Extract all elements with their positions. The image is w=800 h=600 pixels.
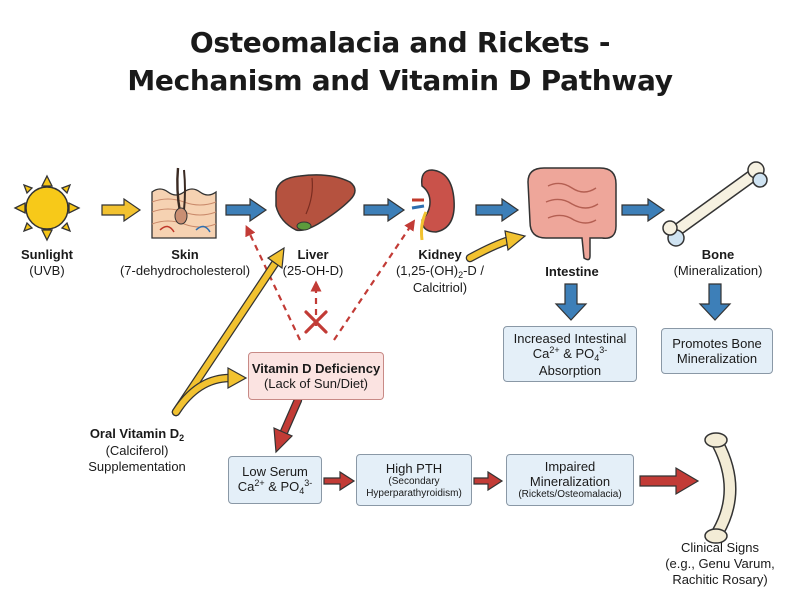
label-kidney: Kidney (1,25-(OH)2-D / Calcitriol) <box>384 247 496 296</box>
label-clinical-signs: Clinical Signs (e.g., Genu Varum, Rachit… <box>665 540 775 587</box>
arrow-liver-to-kidney <box>363 197 406 223</box>
box-vitamin-d-deficiency: Vitamin D Deficiency (Lack of Sun/Diet) <box>248 352 384 400</box>
intestine-name: Intestine <box>545 264 599 279</box>
kidney-detail-2: Calcitriol) <box>412 280 468 295</box>
arrow-impaired-to-clinical <box>639 466 700 496</box>
title-line-1: Osteomalacia and Rickets - <box>189 26 611 59</box>
arrow-sun-to-skin <box>101 197 142 223</box>
page-title: Osteomalacia and Rickets - Mechanism and… <box>0 24 800 100</box>
label-liver: Liver (25-OH-D) <box>270 247 356 279</box>
kidney-name: Kidney <box>418 247 462 262</box>
sunlight-name: Sunlight <box>21 247 73 262</box>
block-x-icon <box>304 310 328 334</box>
title-line-2: Mechanism and Vitamin D Pathway <box>127 64 673 97</box>
skin-detail: (7-dehydrocholesterol) <box>119 263 251 278</box>
arrow-kidney-to-intestine <box>475 197 520 223</box>
bone-detail: (Mineralization) <box>673 263 763 278</box>
bone-icon <box>662 161 768 247</box>
arrow-serum-to-pth <box>323 470 356 492</box>
skin-name: Skin <box>171 247 199 262</box>
label-skin: Skin (7-dehydrocholesterol) <box>110 247 260 279</box>
liver-detail: (25-OH-D) <box>282 263 344 278</box>
arrow-pth-to-impaired <box>473 470 504 492</box>
kidney-detail: (1,25-(OH)2-D / <box>395 263 485 280</box>
blocked-pathway-arrows <box>245 219 416 341</box>
box-low-serum: Low Serum Ca2+ & PO43- <box>228 456 322 504</box>
box-high-pth: High PTH (Secondary Hyperparathyroidism) <box>356 454 472 506</box>
label-bone: Bone (Mineralization) <box>660 247 776 279</box>
sun-icon <box>13 174 81 242</box>
box-promotes-bone: Promotes Bone Mineralization <box>661 328 773 374</box>
box-impaired-mineralization: Impaired Mineralization (Rickets/Osteoma… <box>506 454 634 506</box>
bone-name: Bone <box>701 247 735 262</box>
arrow-bone-down <box>698 283 732 321</box>
label-oral-vitamin-d: Oral Vitamin D2 (Calciferol) Supplementa… <box>88 426 186 474</box>
arrow-intestine-down <box>554 283 588 321</box>
liver-icon <box>275 174 356 232</box>
sunlight-detail: (UVB) <box>29 263 65 278</box>
intestine-icon <box>527 167 617 261</box>
arrow-skin-to-liver <box>225 197 268 223</box>
label-intestine: Intestine <box>530 264 614 280</box>
kidney-icon <box>411 169 455 241</box>
liver-name: Liver <box>297 247 329 262</box>
skin-icon <box>151 167 217 239</box>
bowed-bone-icon <box>704 432 737 544</box>
label-sunlight: Sunlight (UVB) <box>12 247 82 279</box>
arrow-intestine-to-bone <box>621 197 666 223</box>
box-intestinal-absorption: Increased Intestinal Ca2+ & PO43- Absorp… <box>503 326 637 382</box>
